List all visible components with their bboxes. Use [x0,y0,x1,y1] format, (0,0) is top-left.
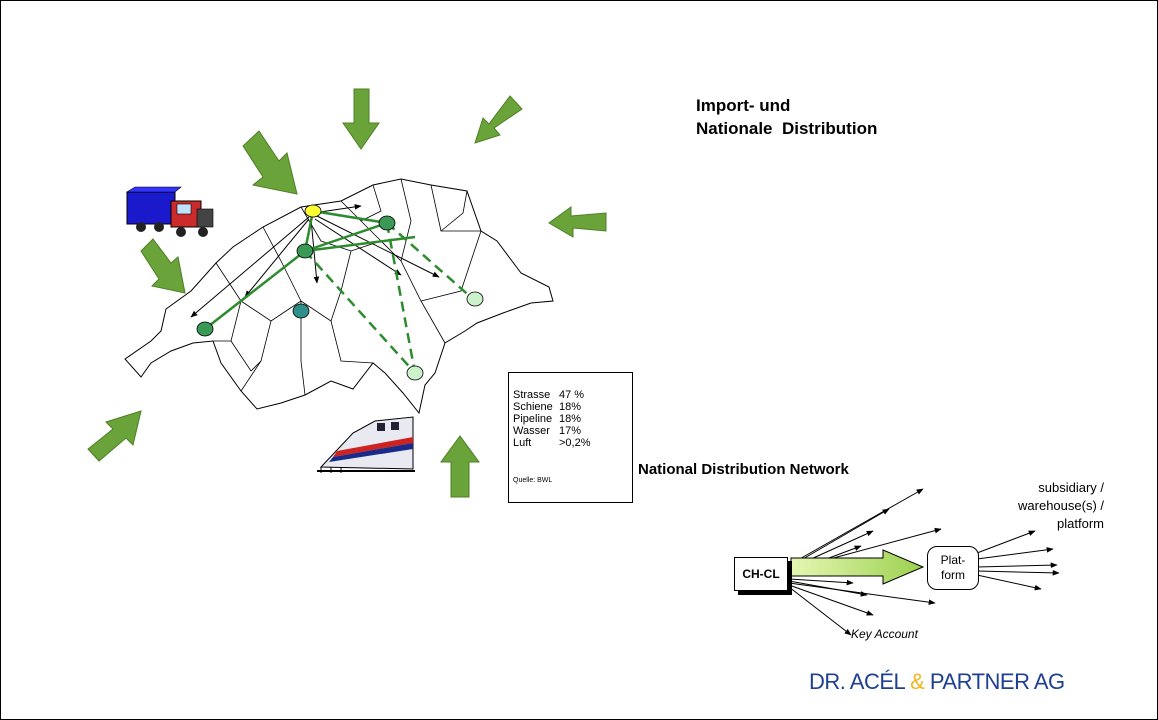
hub-node [304,204,322,218]
import-arrow-south [440,435,480,498]
logo-text-1: DR. ACÉL [809,669,911,694]
mode-label: Wasser [513,425,550,437]
regional-node [378,215,396,231]
import-arrows [87,88,607,498]
mode-label: Strasse [513,389,551,401]
subsidiary-line-1: subsidiary / [1038,480,1104,495]
company-logo: DR. ACÉL & PARTNER AG [809,669,1065,695]
page-title: Import- und Nationale Distribution [696,94,1016,140]
train-icon [317,416,415,473]
key-account-label: Key Account [851,627,918,641]
subsidiary-line-3: platform [1057,516,1104,531]
transport-share-table: Strasse 47 % Schiene 18% Pipeline 18% Wa… [513,389,591,449]
truck-icon [125,186,214,237]
mode-label: Pipeline [513,413,553,425]
table-row: Pipeline 18% [513,413,591,425]
platform-fanout-arrows [976,530,1060,591]
table-row: Wasser 17% [513,425,591,437]
import-arrow-north [342,88,380,150]
origin-box: CH-CL [734,557,788,591]
table-row: Schiene 18% [513,401,591,413]
platform-label: Plat-form [940,553,966,582]
mode-value: 47 % [559,389,585,401]
table-row: Strasse 47 % [513,389,591,401]
subsidiary-line-2: warehouse(s) / [1018,498,1104,513]
subsidiary-label: subsidiary / warehouse(s) / platform [984,479,1104,533]
mode-value: >0,2% [559,437,591,449]
mode-value: 18% [559,401,582,413]
network-title: National Distribution Network [638,461,849,478]
network-nodes [196,204,484,381]
regional-node [296,243,314,259]
end-node [466,291,484,307]
import-arrow-southwest [87,410,142,462]
mode-value: 17% [559,425,582,437]
source-note: Quelle: BWL [513,477,553,484]
title-line-1: Import- und [696,96,791,115]
routes-dashed [304,222,474,374]
platform-box: Plat-form [927,546,979,590]
regional-node [292,303,310,319]
logo-ampersand: & [910,669,925,694]
import-arrow-east [548,206,607,238]
regional-node [196,321,214,337]
import-arrow-northwest [242,130,298,195]
mode-label: Schiene [513,401,553,413]
logo-text-2: PARTNER AG [924,669,1065,694]
table-row: Luft >0,2% [513,437,591,449]
import-arrow-west [140,238,186,294]
end-node [406,365,424,381]
import-arrow-northeast [474,95,523,144]
mode-label: Luft [513,437,532,449]
main-flow-arrow [790,549,925,585]
transport-share-box: Strasse 47 % Schiene 18% Pipeline 18% Wa… [508,372,633,503]
mode-value: 18% [559,413,582,425]
title-line-2: Nationale Distribution [696,119,878,138]
